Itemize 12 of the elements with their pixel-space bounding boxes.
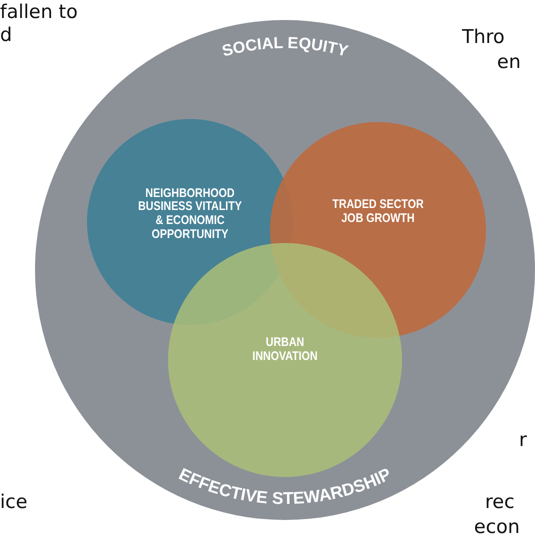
circle-label: URBAN INNOVATION (251, 336, 319, 364)
text-fragment: fallen to (0, 3, 78, 22)
text-fragment: en (497, 53, 521, 72)
text-fragment: rec (485, 493, 515, 512)
circle-label: NEIGHBORHOOD BUSINESS VITALITY & ECONOMIC OPPORTUNITY (137, 186, 243, 242)
ring-label: SOCIAL EQUITY (220, 34, 350, 60)
circle-label: TRADED SECTOR JOB GROWTH (331, 198, 425, 226)
text-fragment: d (0, 26, 12, 45)
text-fragment: r (519, 431, 527, 450)
text-fragment: Thro (462, 28, 505, 47)
text-fragment: ice (0, 493, 28, 512)
text-fragment: econ (474, 518, 520, 534)
